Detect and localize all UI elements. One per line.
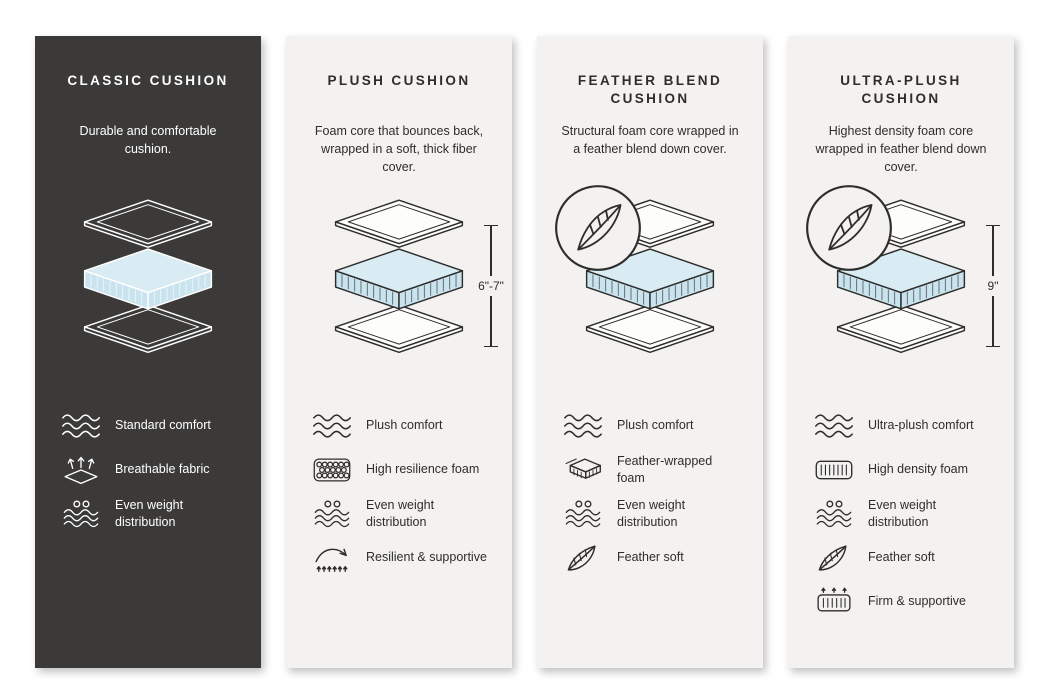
high-density-foam-icon (814, 455, 854, 485)
feature-label: Feather soft (617, 550, 684, 565)
feature-item: Breathable fabric (61, 453, 241, 486)
feather-badge-icon (553, 183, 643, 273)
feature-label: Plush comfort (617, 418, 694, 433)
spring-bounce-icon (312, 543, 352, 573)
card-title: FEATHER BLEND CUSHION (577, 73, 723, 107)
feature-item: Ultra-plush comfort (814, 409, 994, 442)
feather-icon (814, 543, 854, 573)
feature-label: Standard comfort (115, 418, 211, 433)
cushion-diagram (557, 191, 743, 389)
card-classic-cushion: CLASSIC CUSHION Durable and comfortable … (35, 36, 261, 668)
feature-list: Plush comfort Feather-wrapped foam Even … (557, 409, 743, 574)
feature-item: Feather soft (814, 541, 994, 574)
feature-item: Even weight distribution (312, 497, 492, 530)
feature-item: Plush comfort (563, 409, 743, 442)
wave-comfort-icon (814, 411, 854, 441)
feature-label: Breathable fabric (115, 462, 210, 477)
feature-list: Plush comfort High resilience foam Even … (306, 409, 492, 574)
measurement-label: 9" (985, 276, 1001, 296)
card-description: Durable and comfortable cushion. (79, 124, 217, 156)
even-weight-distribution-icon (814, 499, 854, 529)
wave-comfort-icon (563, 411, 603, 441)
feature-label: Feather-wrapped foam (617, 454, 713, 485)
feather-icon (563, 543, 603, 573)
foam-bubbles-icon (312, 455, 352, 485)
card-title: PLUSH CUSHION (327, 73, 471, 88)
even-weight-distribution-icon (61, 499, 101, 529)
feature-item: Feather soft (563, 541, 743, 574)
card-description: Foam core that bounces back, wrapped in … (314, 124, 484, 174)
feature-item: Resilient & supportive (312, 541, 492, 574)
card-title: ULTRA-PLUSH CUSHION (840, 73, 962, 107)
feature-item: High resilience foam (312, 453, 492, 486)
feature-label: Plush comfort (366, 418, 443, 433)
feature-label: High resilience foam (366, 462, 480, 477)
cushion-diagram: 9" (808, 191, 1001, 389)
card-feather-blend-cushion: FEATHER BLEND CUSHION Structural foam co… (537, 36, 763, 668)
card-ultra-plush-cushion: ULTRA-PLUSH CUSHION Highest density foam… (788, 36, 1014, 668)
cushion-layers-illustration (313, 191, 485, 356)
feature-label: Even weight distribution (366, 498, 435, 529)
height-measurement: 6"-7" (476, 225, 506, 347)
measurement-label: 6"-7" (476, 276, 506, 296)
height-measurement: 9" (985, 225, 1001, 347)
card-row: CLASSIC CUSHION Durable and comfortable … (35, 36, 1014, 668)
feather-badge-icon (804, 183, 894, 273)
feature-item: Even weight distribution (61, 497, 241, 530)
feature-label: High density foam (868, 462, 969, 477)
wave-comfort-icon (312, 411, 352, 441)
cushion-diagram: 6"-7" (306, 191, 506, 389)
cushion-diagram (55, 191, 241, 389)
feature-item: High density foam (814, 453, 994, 486)
feature-item: Standard comfort (61, 409, 241, 442)
feature-list: Ultra-plush comfort High density foam Ev… (808, 409, 994, 618)
wave-comfort-icon (61, 411, 101, 441)
card-plush-cushion: PLUSH CUSHION Foam core that bounces bac… (286, 36, 512, 668)
cushion-layers-illustration (62, 191, 234, 356)
feature-label: Firm & supportive (868, 594, 966, 609)
card-description: Highest density foam core wrapped in fea… (815, 124, 987, 174)
feature-label: Resilient & supportive (366, 550, 487, 565)
feather-wrapped-foam-icon (563, 455, 603, 485)
feature-item: Plush comfort (312, 409, 492, 442)
feature-label: Even weight distribution (617, 498, 686, 529)
feature-list: Standard comfort Breathable fabric Even … (55, 409, 241, 530)
feature-label: Even weight distribution (115, 498, 184, 529)
feature-label: Feather soft (868, 550, 935, 565)
card-title: CLASSIC CUSHION (67, 73, 229, 88)
even-weight-distribution-icon (312, 499, 352, 529)
card-description: Structural foam core wrapped in a feathe… (561, 124, 739, 156)
even-weight-distribution-icon (563, 499, 603, 529)
firm-supportive-icon (814, 587, 854, 617)
feature-label: Even weight distribution (868, 498, 937, 529)
feature-item: Even weight distribution (814, 497, 994, 530)
feature-label: Ultra-plush comfort (868, 418, 974, 433)
breathable-fabric-icon (61, 455, 101, 485)
feature-item: Firm & supportive (814, 585, 994, 618)
feature-item: Even weight distribution (563, 497, 743, 530)
feature-item: Feather-wrapped foam (563, 453, 743, 486)
